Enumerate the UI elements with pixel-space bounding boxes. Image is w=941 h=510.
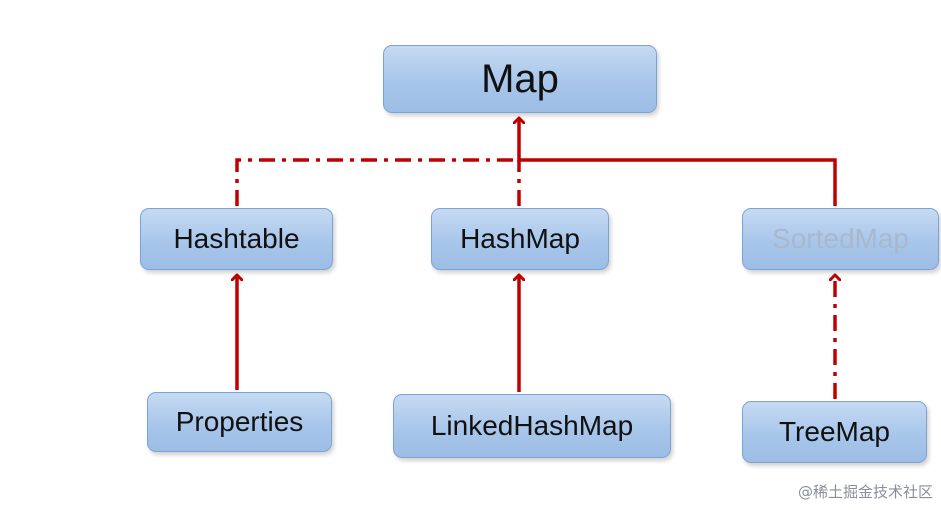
node-hashmap: HashMap (431, 208, 609, 270)
node-sortedmap-label: SortedMap (772, 223, 909, 254)
watermark: @稀土掘金技术社区 (797, 483, 933, 501)
node-properties: Properties (147, 392, 332, 452)
node-map: Map (383, 45, 657, 113)
edge-hashtable-map (235, 158, 519, 206)
node-hashtable: Hashtable (140, 208, 333, 270)
node-hashmap-label: HashMap (460, 223, 580, 254)
edge-sortedmap-map (519, 118, 837, 206)
node-linkedhashmap: LinkedHashMap (393, 394, 671, 458)
node-map-label: Map (481, 56, 559, 101)
node-properties-label: Properties (175, 406, 304, 437)
node-sortedmap: SortedMap (742, 208, 939, 270)
node-treemap-label: TreeMap (778, 416, 890, 447)
node-hashtable-label: Hashtable (173, 223, 300, 254)
node-treemap: TreeMap (742, 401, 927, 463)
node-linkedhashmap-label: LinkedHashMap (430, 410, 634, 441)
